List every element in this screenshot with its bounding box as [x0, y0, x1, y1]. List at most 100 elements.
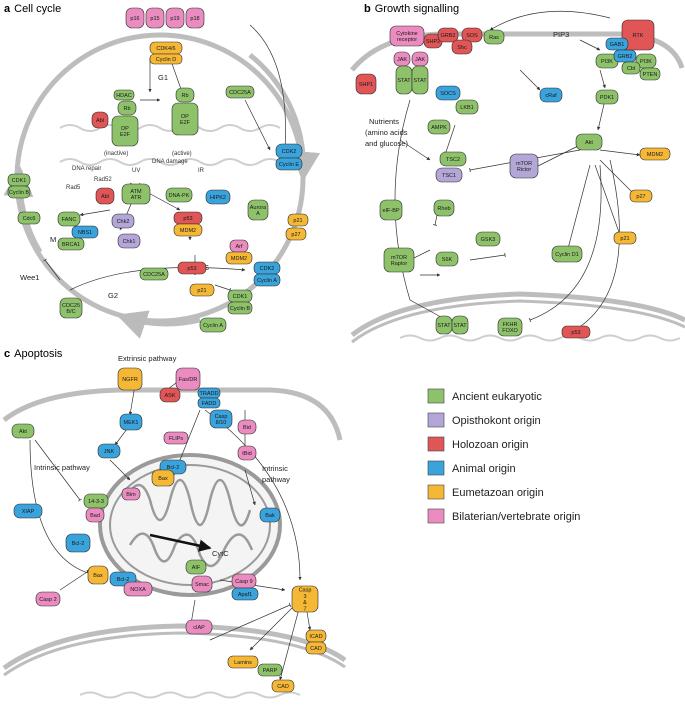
node-shape — [209, 409, 233, 429]
node-p19: p19 — [165, 7, 185, 29]
node-label: eIF-BP — [382, 208, 399, 214]
node-label: Shc — [457, 45, 467, 51]
node-label: PDK1 — [600, 95, 614, 101]
node-shape — [185, 7, 205, 29]
node-label: Chk2 — [117, 219, 130, 225]
node-casp9: Casp 9 — [231, 573, 257, 589]
node-shape — [259, 507, 281, 523]
node-bak: Bak — [259, 507, 281, 523]
node-label: XIAP — [22, 509, 35, 515]
node-label: Rheb — [437, 206, 450, 212]
node-tradd: TRADD — [197, 387, 221, 399]
node-stat-n2: STAT — [451, 315, 469, 335]
node-shape — [225, 251, 253, 265]
node-label: Bcl-2 — [72, 541, 85, 547]
node-shape — [383, 247, 415, 273]
node-label: RTK — [633, 33, 644, 39]
node-label: Cyclin E — [279, 162, 300, 168]
node-label: SHP1 — [359, 82, 373, 88]
node-label: Abl — [101, 194, 109, 200]
node-bid: Bid — [237, 419, 257, 435]
node-shape — [287, 213, 309, 227]
node-shape — [117, 100, 137, 116]
label-active: (active) — [172, 151, 192, 157]
node-shc: Shc — [451, 39, 473, 55]
label-wee1: Wee1 — [20, 273, 39, 282]
node-shape — [629, 189, 653, 203]
node-shape — [257, 663, 283, 677]
node-shape — [205, 189, 231, 205]
node-shape — [451, 315, 469, 335]
node-label: p15 — [150, 16, 159, 22]
node-shape — [575, 133, 603, 151]
node-label: CDK1 — [12, 178, 27, 184]
node-label: MDM2 — [231, 256, 247, 262]
node-shape — [621, 61, 641, 75]
node-brca1: BRCA1 — [57, 237, 85, 251]
legend-label: Ancient eukaryotic — [452, 391, 542, 403]
node-p18: p18 — [185, 7, 205, 29]
node-ask: ASK — [159, 387, 181, 403]
node-label: p53 — [571, 330, 580, 336]
node-shape — [237, 445, 257, 461]
node-craf: cRaf — [539, 87, 563, 103]
node-p21-right1: p21 — [287, 213, 309, 227]
node-label: Casp 2 — [39, 597, 56, 603]
node-rb-active: Rb — [175, 87, 195, 103]
node-label: tBid — [242, 451, 251, 457]
legend-label: Opisthokont origin — [452, 415, 541, 427]
node-label: Abl — [96, 118, 104, 124]
node-shape — [227, 655, 259, 669]
label-dna-damage: DNA damage — [152, 159, 188, 165]
node-shape — [163, 431, 189, 445]
node-shape — [427, 119, 451, 135]
node-jak-2: JAK — [411, 51, 429, 67]
node-socs: SOCS — [435, 85, 461, 101]
label-m: M — [50, 235, 56, 244]
node-p16: p16 — [125, 7, 145, 29]
node-mdm2-b: MDM2 — [639, 147, 671, 161]
node-shape — [91, 111, 109, 129]
node-cbl: Cbl — [621, 61, 641, 75]
node-label: Rb — [123, 106, 130, 112]
node-label: CDK2 — [282, 149, 297, 155]
node-shape — [551, 245, 583, 263]
node-chk2: Chk2 — [111, 213, 135, 229]
node-label: p27 — [291, 232, 300, 238]
node-label: GRB2 — [618, 54, 633, 60]
node-shape — [613, 231, 637, 245]
node-cyclin-d1: Cyclin D1 — [551, 245, 583, 263]
node-label: GRB2 — [441, 33, 456, 39]
legend-item-opisthokont: Opisthokont origin — [427, 412, 541, 428]
node-stat-b1: STAT — [395, 65, 413, 95]
node-label: cRaf — [545, 93, 557, 99]
node-shape — [483, 29, 505, 45]
node-arf: Arf — [229, 239, 249, 253]
node-label: TSC1 — [442, 173, 456, 179]
node-label: CDK4/6 — [156, 46, 175, 52]
label-inactive: (inactive) — [104, 151, 128, 157]
node-label: PI3K — [601, 59, 613, 65]
node-bax-top: Bax — [151, 469, 175, 487]
node-label: LKB1 — [460, 105, 473, 111]
node-cyclind: Cyclin D — [149, 53, 183, 65]
node-noxa: NOXA — [123, 581, 153, 597]
node-gab1: GAB1 — [605, 37, 629, 51]
node-shape — [185, 619, 213, 635]
node-label: MDM2 — [180, 228, 196, 234]
label-dna-repair: DNA repair — [72, 166, 101, 172]
node-pi3k-top: PI3K — [635, 53, 657, 69]
node-bcl2-left: Bcl-2 — [65, 533, 91, 553]
node-ampk: AMPK — [427, 119, 451, 135]
node-fanc: FANC — [57, 211, 81, 227]
node-shape — [227, 301, 253, 315]
